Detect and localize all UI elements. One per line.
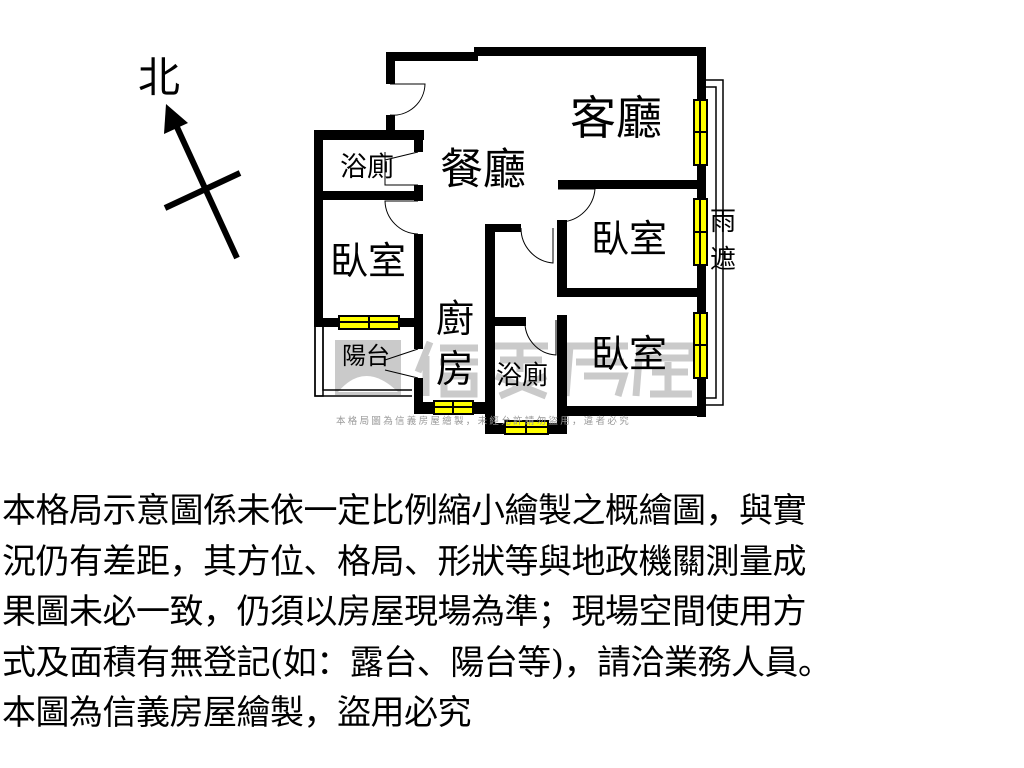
disclaimer-line: 式及面積有無登記(如：露台、陽台等)，請洽業務人員。	[2, 642, 832, 683]
disclaimer-line: 況仍有差距，其方位、格局、形狀等與地政機關測量成	[2, 541, 807, 582]
disclaimer-line: 本格局示意圖係未依一定比例縮小繪製之概繪圖，與實	[2, 491, 807, 531]
room-kitchen-text: 廚	[436, 297, 474, 341]
room-living: 客廳	[570, 91, 662, 145]
room-bath-upper: 浴廁	[340, 152, 394, 183]
room-kitchen: 廚 房	[436, 297, 474, 391]
watermark-logo-icon	[335, 340, 696, 400]
room-rain-cover: 雨 遮	[710, 207, 736, 275]
north-arrow-icon	[163, 104, 242, 260]
room-balcony: 陽台	[342, 342, 390, 370]
room-bedroom-lower: 臥室	[591, 332, 667, 376]
doors	[384, 83, 596, 379]
compass-label: 北	[138, 53, 180, 102]
room-rain-cover-text: 遮	[710, 245, 736, 275]
disclaimer-line: 果圖未必一致，仍須以房屋現場為準；現場空間使用方	[2, 592, 807, 632]
room-dining: 餐廳	[440, 145, 526, 195]
watermark-notice: 本格局圖為信義房屋繪製，未經允許請勿盜用，違者必究	[336, 415, 631, 427]
disclaimer-text: 本格局示意圖係未依一定比例縮小繪製之概繪圖，與實 況仍有差距，其方位、格局、形狀…	[2, 486, 1024, 739]
room-kitchen-text: 房	[436, 347, 474, 391]
disclaimer-line: 本圖為信義房屋繪製，盜用必究	[2, 693, 472, 733]
room-bath-lower: 浴廁	[496, 361, 548, 391]
room-rain-cover-text: 雨	[710, 207, 736, 237]
room-bedroom-left: 臥室	[330, 239, 406, 283]
windows	[338, 99, 708, 435]
room-bedroom-mid: 臥室	[591, 217, 667, 261]
floor-plan: 北	[138, 47, 736, 435]
